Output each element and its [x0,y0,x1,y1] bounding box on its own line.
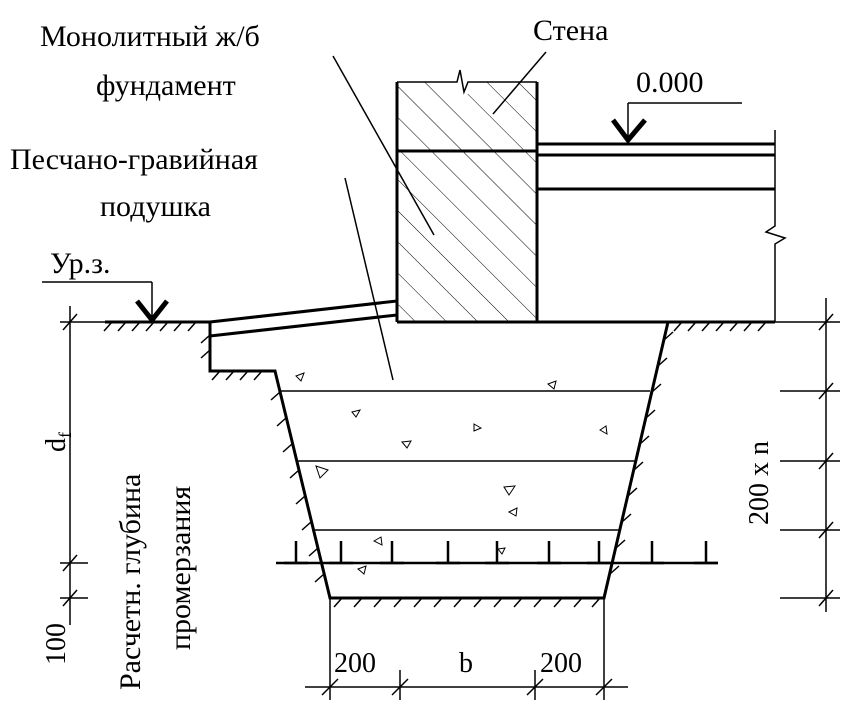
cushion-label-line2: подушка [100,190,211,223]
bottom-dimension-line [305,598,628,700]
foundation-label-line1: Монолитный ж/б [40,20,260,53]
wall-break-mark [397,69,537,95]
dim-b-label: b [459,648,473,679]
trench-outline [208,321,670,600]
dim-left-200-label: 200 [334,648,376,679]
level-zero-label: 0.000 [636,66,704,99]
blind-area [208,299,398,338]
floor-slab [537,142,775,191]
slab-break-mark [764,130,787,322]
frost-depth-label-line2: промерзания [164,486,197,650]
df-subscript: f [55,432,75,438]
level-zero-marker [611,102,742,145]
dim-right-200-label: 200 [540,648,582,679]
wall-label: Стена [533,14,608,47]
trench-hatch-ticks [200,331,674,608]
dim-100-label: 100 [41,623,72,665]
dim-layers-label: 200 х n [744,441,775,525]
foundation-outline [395,82,539,324]
ground-level-marker [42,281,169,325]
foundation-body [397,82,537,322]
ground-level-label: Ур.з. [50,247,110,280]
df-main: d [41,438,72,452]
frost-depth-label-line1: Расчетн. глубина [114,474,147,690]
cushion-layer-lines [279,390,650,531]
leader-lines [332,51,547,381]
frost-depth-line [276,541,718,565]
ground-hatch-ticks [103,321,767,332]
cushion-label-line1: Песчано-гравийная [10,143,258,176]
right-dimension-line [775,298,840,612]
df-label: df [41,432,75,452]
foundation-label-line2: фундамент [96,69,236,102]
left-dimension-line [60,306,105,625]
gravel-marks [295,372,608,575]
